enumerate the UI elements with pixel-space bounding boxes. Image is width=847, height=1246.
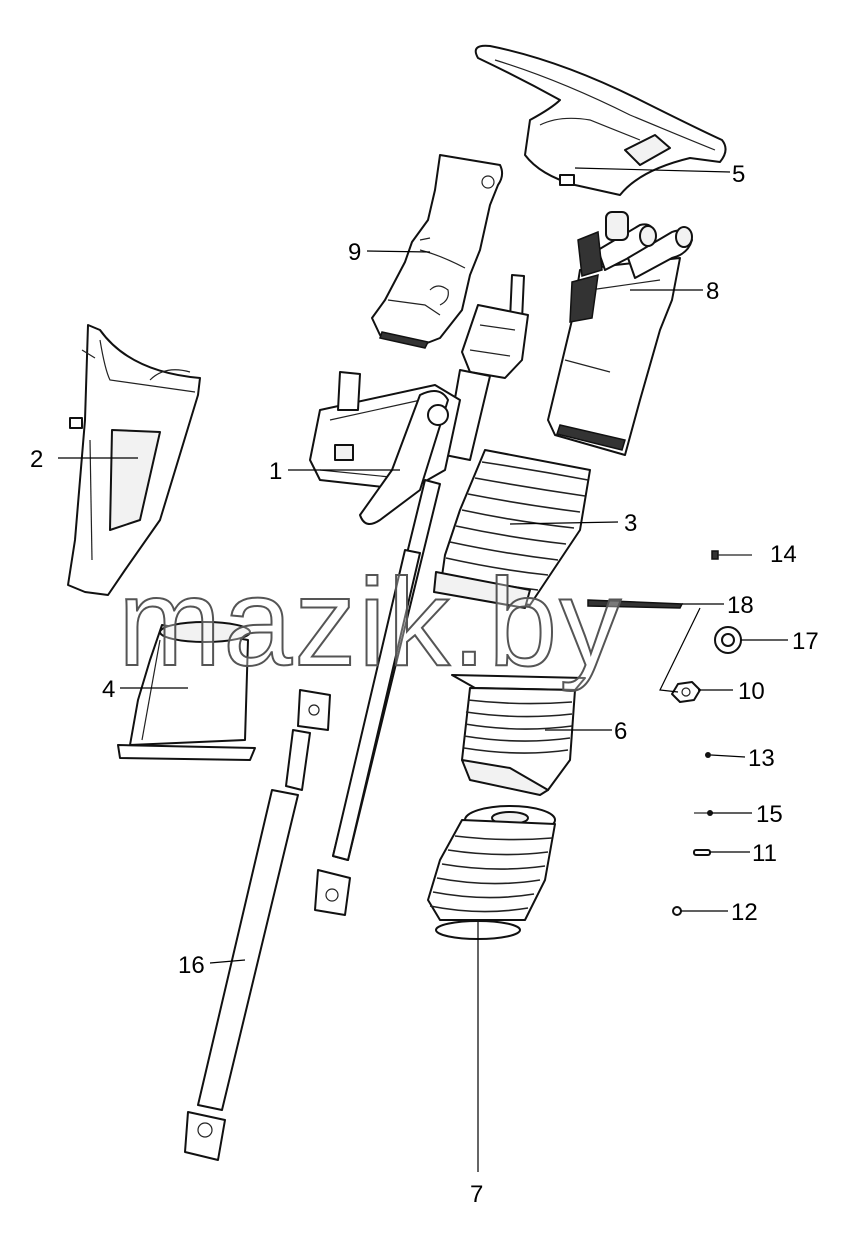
part-3-corrugated-boot — [433, 449, 591, 609]
part-16-intermediate-shaft — [184, 689, 331, 1161]
callout-9: 9 — [348, 239, 361, 266]
part-6-ribbed-sleeve — [451, 674, 586, 796]
callout-15: 15 — [756, 801, 783, 828]
callout-13: 13 — [748, 745, 775, 772]
part-11-pin — [693, 849, 711, 856]
callout-11: 11 — [752, 840, 777, 867]
callout-17: 17 — [792, 628, 819, 655]
part-4-lower-boot — [117, 621, 256, 761]
callout-2: 2 — [30, 446, 43, 473]
part-17-washer — [714, 626, 742, 654]
part-7-lower-boot — [427, 805, 556, 940]
callout-3: 3 — [624, 510, 637, 537]
part-1-steering-column — [309, 274, 529, 916]
callout-14: 14 — [770, 541, 797, 568]
part-8-lower-shroud — [547, 211, 693, 456]
leader-lines — [58, 167, 788, 1172]
part-5-steering-cover — [474, 44, 727, 196]
callout-18: 18 — [727, 592, 754, 619]
part-15-screw — [694, 810, 713, 816]
callout-16: 16 — [178, 952, 205, 979]
callout-4: 4 — [102, 676, 115, 703]
part-13-ball — [705, 752, 711, 758]
callout-labels: 1 2 3 4 5 6 7 8 9 10 11 12 13 14 15 16 1… — [30, 161, 819, 1208]
part-2-side-panel — [67, 324, 201, 596]
watermark: mazik.by — [118, 554, 623, 692]
callout-10: 10 — [738, 678, 765, 705]
callout-12: 12 — [731, 899, 758, 926]
part-18-pin — [587, 599, 684, 609]
part-12-ring — [672, 906, 682, 916]
part-9-upper-bracket — [371, 154, 504, 349]
callout-7: 7 — [470, 1181, 483, 1208]
callout-5: 5 — [732, 161, 745, 188]
part-10-nut — [671, 681, 701, 703]
callout-1: 1 — [269, 458, 282, 485]
part-14-bolt — [711, 550, 752, 560]
callout-6: 6 — [614, 718, 627, 745]
callout-8: 8 — [706, 278, 719, 305]
